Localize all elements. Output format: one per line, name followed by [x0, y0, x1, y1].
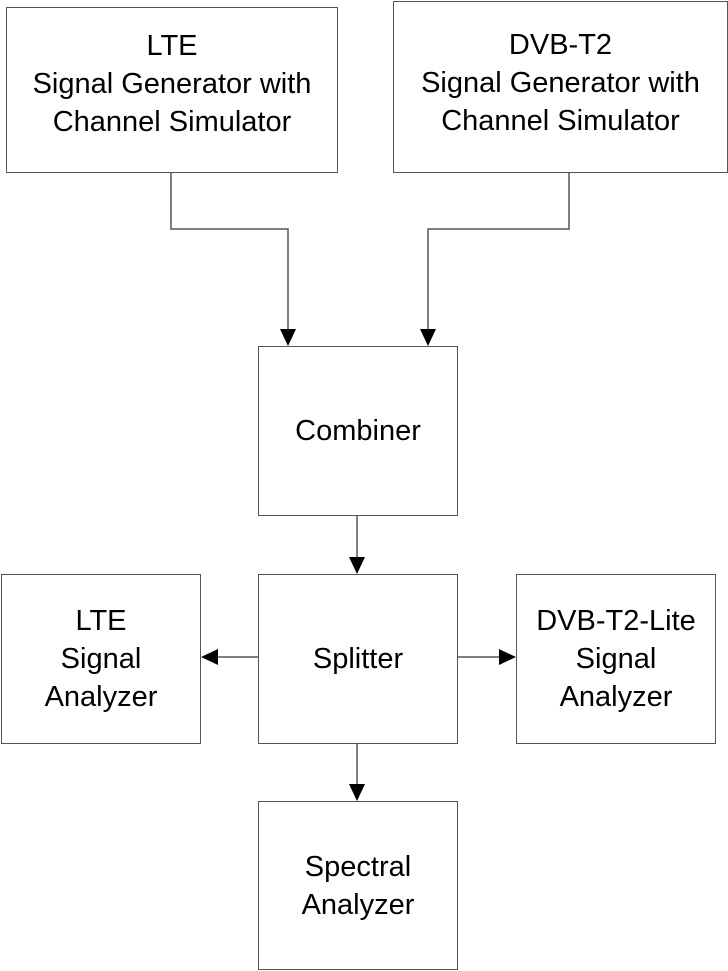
- arrowhead-icon: [201, 649, 218, 665]
- arrowhead-icon: [280, 329, 296, 346]
- node-label-line: Channel Simulator: [441, 105, 680, 137]
- edge-lte-gen-to-combiner: [170, 173, 289, 333]
- dvb-t2-signal-generator-node: DVB-T2 Signal Generator with Channel Sim…: [393, 1, 728, 173]
- node-label: Spectral Analyzer: [302, 848, 415, 924]
- node-label-line: LTE: [146, 30, 198, 62]
- node-label-line: Spectral: [304, 850, 412, 883]
- lte-signal-analyzer-node: LTE Signal Analyzer: [1, 574, 201, 744]
- node-label-line: Analyzer: [301, 888, 415, 921]
- combiner-node: Combiner: [258, 346, 458, 516]
- arrowhead-icon: [349, 557, 365, 574]
- edge-dvb-gen-to-combiner: [427, 173, 570, 333]
- spectral-analyzer-node: Spectral Analyzer: [258, 801, 458, 970]
- arrowhead-icon: [499, 649, 516, 665]
- node-label-line: Channel Simulator: [52, 106, 292, 138]
- node-label-line: Signal: [60, 643, 142, 675]
- node-label: DVB-T2 Signal Generator with Channel Sim…: [421, 26, 700, 140]
- node-label-line: Analyzer: [559, 681, 673, 713]
- node-label-line: Signal: [575, 643, 657, 675]
- node-label: Combiner: [295, 412, 421, 450]
- node-label-line: Signal Generator with: [32, 68, 312, 100]
- lte-signal-generator-node: LTE Signal Generator with Channel Simula…: [6, 7, 338, 173]
- node-label-line: Splitter: [312, 643, 404, 675]
- node-label-line: Combiner: [295, 414, 421, 447]
- node-label-line: LTE: [75, 605, 127, 637]
- node-label: Splitter: [313, 640, 403, 678]
- node-label-line: Analyzer: [44, 681, 158, 713]
- node-label-line: DVB-T2-Lite: [536, 605, 696, 637]
- node-label: DVB-T2-Lite Signal Analyzer: [536, 602, 696, 716]
- dvb-t2-lite-signal-analyzer-node: DVB-T2-Lite Signal Analyzer: [516, 574, 716, 744]
- arrowhead-icon: [420, 329, 436, 346]
- node-label: LTE Signal Analyzer: [45, 602, 158, 716]
- splitter-node: Splitter: [258, 574, 458, 744]
- node-label: LTE Signal Generator with Channel Simula…: [33, 27, 312, 141]
- node-label-line: DVB-T2: [508, 29, 613, 61]
- arrowhead-icon: [349, 784, 365, 801]
- node-label-line: Signal Generator with: [421, 67, 700, 99]
